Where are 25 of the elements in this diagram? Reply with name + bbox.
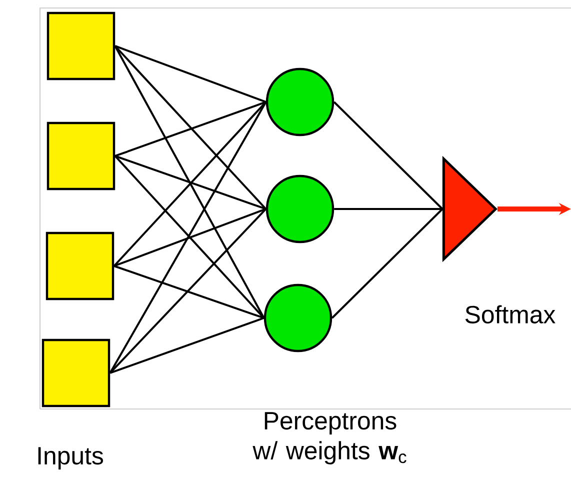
connection-line (114, 265, 264, 319)
connection-line (331, 208, 444, 319)
connection-line (334, 208, 442, 210)
connection-line (114, 46, 265, 318)
connection-line (109, 102, 267, 374)
connection-line (110, 317, 264, 374)
connection-line (109, 208, 267, 374)
connection-line (114, 45, 267, 210)
connection-line (114, 155, 265, 319)
connection-line (114, 208, 266, 267)
connection-line (333, 101, 444, 210)
input-square (46, 12, 116, 80)
node-label: Softmax (465, 305, 556, 324)
perceptron-circle (264, 284, 332, 352)
connection-line (113, 101, 267, 267)
input-square (42, 338, 110, 408)
caption-label: Perceptrons w/ weights w$_{c}$ (252, 412, 406, 464)
caption-label: Inputs (38, 447, 104, 470)
perceptron-circle (266, 174, 334, 244)
input-square (46, 232, 114, 300)
perceptron-circle (266, 68, 334, 136)
connection-line (114, 155, 266, 210)
input-square (46, 122, 116, 190)
connection-line (114, 101, 266, 157)
connection-line (114, 45, 266, 103)
